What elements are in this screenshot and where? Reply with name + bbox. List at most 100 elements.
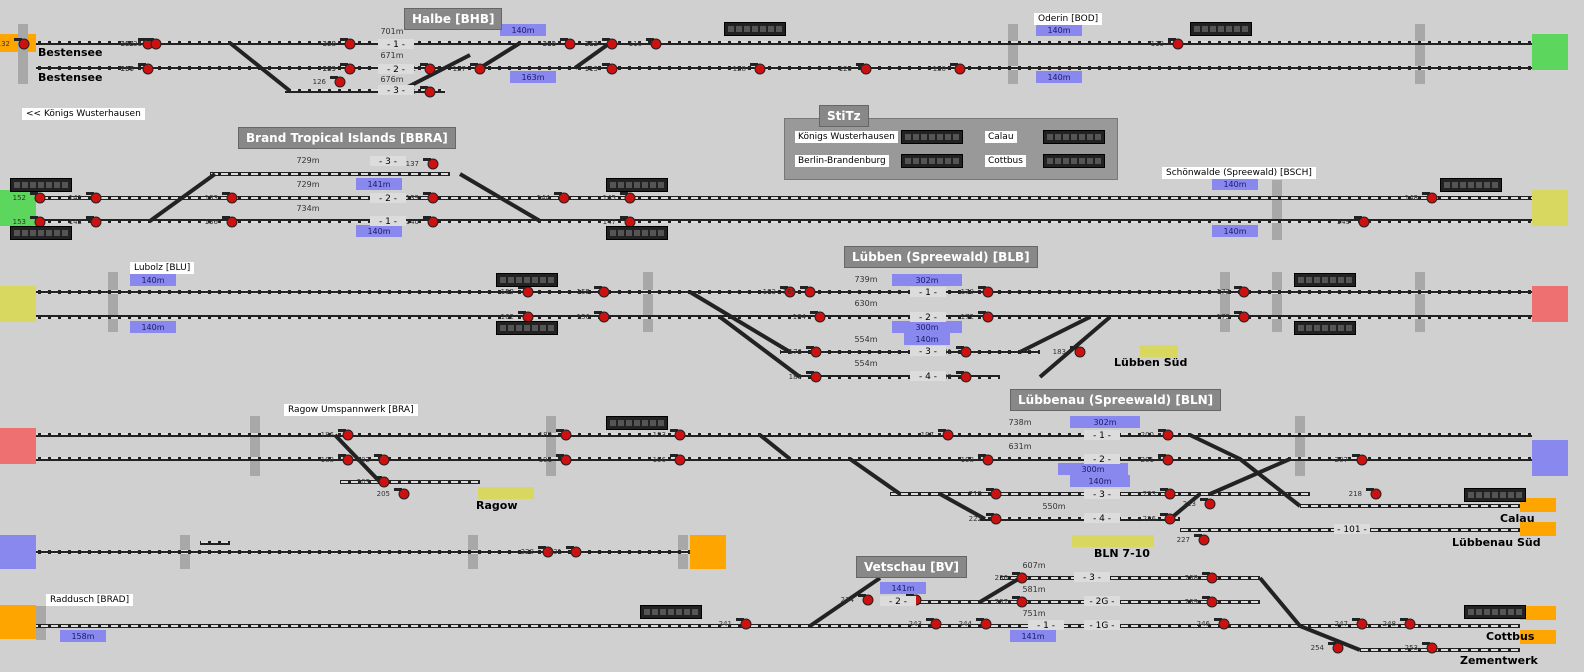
train-number-display[interactable] xyxy=(724,22,786,36)
signal[interactable] xyxy=(620,192,636,204)
signal[interactable] xyxy=(978,311,994,323)
signal[interactable] xyxy=(374,454,390,466)
signal[interactable] xyxy=(1422,642,1438,654)
stitz-display-cottbus[interactable] xyxy=(1043,154,1105,168)
signal[interactable] xyxy=(1202,596,1218,608)
boundary-bra-west[interactable] xyxy=(0,535,36,569)
signal[interactable] xyxy=(750,63,766,75)
signal[interactable] xyxy=(806,346,822,358)
signal[interactable] xyxy=(556,429,572,441)
station-header-bbra[interactable]: Brand Tropical Islands [BBRA] xyxy=(238,127,456,149)
train-number-display[interactable] xyxy=(1190,22,1252,36)
signal[interactable] xyxy=(138,63,154,75)
signal[interactable] xyxy=(1422,192,1438,204)
boundary-halbe-east[interactable] xyxy=(1532,34,1568,70)
train-number-display[interactable] xyxy=(1294,273,1356,287)
train-number-display[interactable] xyxy=(606,416,668,430)
boundary-bbra-east[interactable] xyxy=(1532,190,1568,226)
signal[interactable] xyxy=(602,63,618,75)
train-number-display[interactable] xyxy=(10,178,72,192)
signal[interactable] xyxy=(1200,498,1216,510)
signal[interactable] xyxy=(1158,429,1174,441)
boundary-calau[interactable] xyxy=(1520,498,1556,512)
signal[interactable] xyxy=(956,346,972,358)
signal[interactable] xyxy=(1202,572,1218,584)
signal[interactable] xyxy=(518,286,534,298)
signal[interactable] xyxy=(560,38,576,50)
signal[interactable] xyxy=(978,286,994,298)
signal[interactable] xyxy=(470,63,486,75)
signal[interactable] xyxy=(374,476,390,488)
boundary-zementwerk[interactable] xyxy=(1520,630,1556,644)
signal[interactable] xyxy=(1158,454,1174,466)
signal[interactable] xyxy=(594,286,610,298)
signal[interactable] xyxy=(340,38,356,50)
signal[interactable] xyxy=(1194,534,1210,546)
signal[interactable] xyxy=(338,429,354,441)
signal[interactable] xyxy=(800,286,816,298)
signal[interactable] xyxy=(1354,216,1370,228)
signal[interactable] xyxy=(1234,286,1250,298)
signal[interactable] xyxy=(1352,454,1368,466)
train-number-display[interactable] xyxy=(1464,605,1526,619)
signal[interactable] xyxy=(1234,311,1250,323)
signal[interactable] xyxy=(1352,618,1368,630)
signal[interactable] xyxy=(423,216,439,228)
train-number-display[interactable] xyxy=(496,273,558,287)
signal[interactable] xyxy=(423,158,439,170)
signal[interactable] xyxy=(1400,618,1416,630)
stitz-display-konigs[interactable] xyxy=(901,130,963,144)
boundary-bln-east[interactable] xyxy=(1532,440,1568,476)
boundary-bra-east[interactable] xyxy=(690,535,726,569)
boundary-bln-west[interactable] xyxy=(0,428,36,464)
signal[interactable] xyxy=(420,86,436,98)
signal[interactable] xyxy=(14,38,30,50)
train-number-display[interactable] xyxy=(1294,321,1356,335)
boundary-bbra-west[interactable] xyxy=(0,190,36,226)
signal[interactable] xyxy=(420,63,436,75)
signal[interactable] xyxy=(1012,596,1028,608)
signal[interactable] xyxy=(602,38,618,50)
signal[interactable] xyxy=(810,311,826,323)
signal[interactable] xyxy=(556,454,572,466)
signal[interactable] xyxy=(986,488,1002,500)
signal[interactable] xyxy=(518,311,534,323)
train-number-display[interactable] xyxy=(640,605,702,619)
signal[interactable] xyxy=(86,192,102,204)
signal[interactable] xyxy=(956,371,972,383)
boundary-lubbenau-sud[interactable] xyxy=(1520,522,1556,536)
train-number-display[interactable] xyxy=(606,178,668,192)
boundary-blb-east[interactable] xyxy=(1532,286,1568,322)
station-header-blb[interactable]: Lübben (Spreewald) [BLB] xyxy=(844,246,1038,268)
signal[interactable] xyxy=(423,192,439,204)
signal[interactable] xyxy=(926,618,942,630)
stitz-display-calau[interactable] xyxy=(1043,130,1105,144)
tag-konigs-wusterhausen[interactable]: << Königs Wusterhausen xyxy=(22,108,145,120)
signal[interactable] xyxy=(330,76,346,88)
signal[interactable] xyxy=(1070,346,1086,358)
signal[interactable] xyxy=(1160,513,1176,525)
signal[interactable] xyxy=(1366,488,1382,500)
stitz-title[interactable]: StiTz xyxy=(819,105,869,127)
train-number-display[interactable] xyxy=(1464,488,1526,502)
train-number-display[interactable] xyxy=(606,226,668,240)
signal[interactable] xyxy=(1012,572,1028,584)
signal[interactable] xyxy=(222,216,238,228)
signal[interactable] xyxy=(566,546,582,558)
boundary-brad-west[interactable] xyxy=(0,605,36,639)
signal[interactable] xyxy=(394,488,410,500)
station-header-bln[interactable]: Lübbenau (Spreewald) [BLN] xyxy=(1010,389,1222,411)
signal[interactable] xyxy=(146,38,162,50)
signal[interactable] xyxy=(554,192,570,204)
signal[interactable] xyxy=(30,192,46,204)
train-number-display[interactable] xyxy=(1440,178,1502,192)
signal[interactable] xyxy=(340,63,356,75)
signal[interactable] xyxy=(538,546,554,558)
boundary-cottbus[interactable] xyxy=(1520,606,1556,620)
signal[interactable] xyxy=(806,371,822,383)
signal[interactable] xyxy=(222,192,238,204)
signal[interactable] xyxy=(1214,618,1230,630)
signal[interactable] xyxy=(670,429,686,441)
signal[interactable] xyxy=(338,454,354,466)
signal[interactable] xyxy=(780,286,796,298)
